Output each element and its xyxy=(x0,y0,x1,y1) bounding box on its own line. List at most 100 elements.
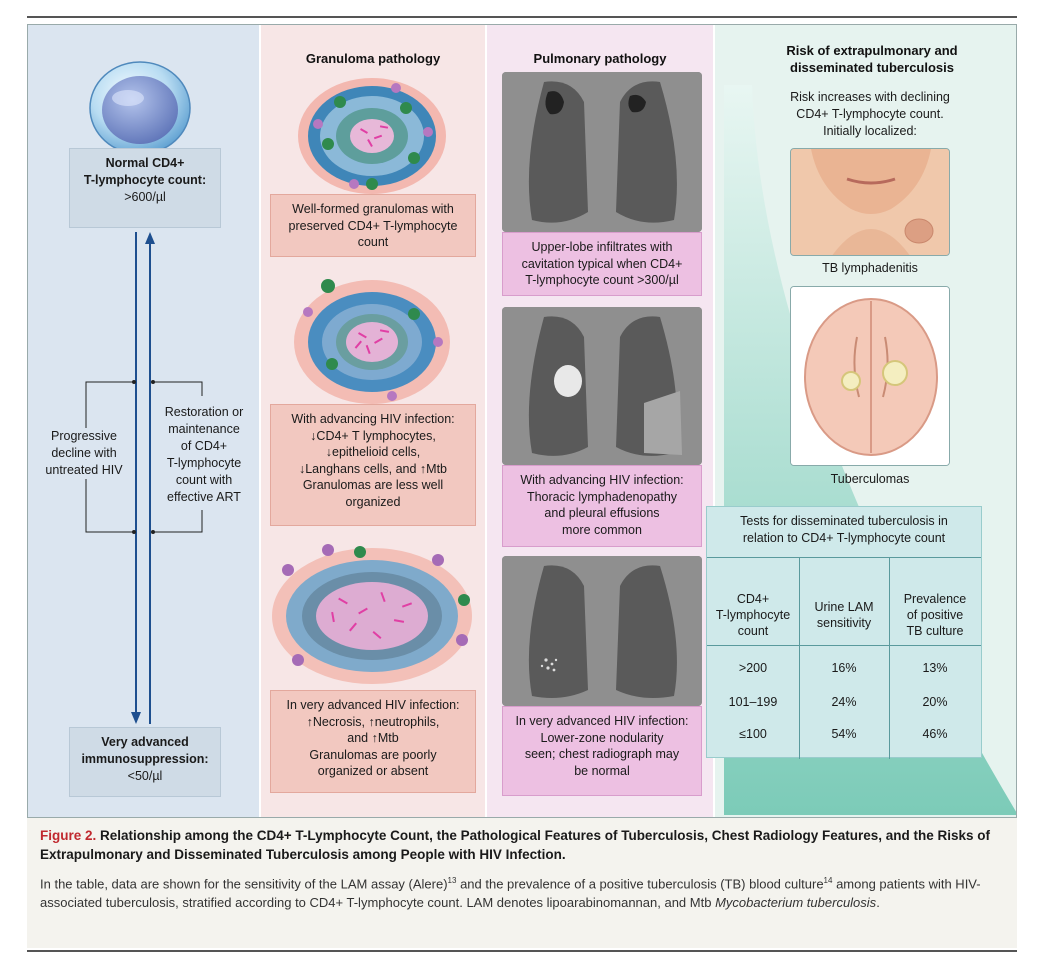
table-header-line: T-lymphocyte xyxy=(715,608,791,622)
caption-text: and the prevalence of a positive tubercu… xyxy=(456,876,824,892)
pulmonary-text-line: In very advanced HIV infection: xyxy=(515,714,689,728)
normal-count-title: Normal CD4+ xyxy=(105,156,185,170)
table-header-line: sensitivity xyxy=(816,616,872,630)
table-divider xyxy=(707,645,981,646)
pulmonary-text-line: seen; chest radiograph may xyxy=(524,747,680,761)
advanced-count-title: Very advanced xyxy=(101,735,189,749)
figure-caption-body: In the table, data are shown for the sen… xyxy=(40,871,1010,912)
table-header-culture: Prevalence of positive TB culture xyxy=(889,591,981,639)
granuloma-well-formed-illustration xyxy=(296,74,448,196)
pulmonary-header: Pulmonary pathology xyxy=(533,51,667,66)
risk-header-line: disseminated tuberculosis xyxy=(790,60,954,75)
granuloma-text-line: preserved CD4+ T-lymphocyte xyxy=(288,218,458,233)
table-title-line: relation to CD4+ T-lymphocyte count xyxy=(742,531,946,545)
pulmonary-text-line: With advancing HIV infection: xyxy=(520,473,684,487)
table-header-line: Urine LAM xyxy=(814,600,874,614)
table-cell-lam: 16% xyxy=(831,661,857,675)
table-cell-lam: 24% xyxy=(831,695,857,709)
granuloma-box-very-advanced: In very advanced HIV infection: ↑Necrosi… xyxy=(270,690,476,793)
granuloma-very-advanced-illustration xyxy=(268,540,476,688)
normal-count-title: T-lymphocyte count: xyxy=(83,173,207,187)
pulmonary-text-line: Thoracic lymphadenopathy xyxy=(526,489,678,504)
caption-italic-text: Mycobacterium tuberculosis xyxy=(715,895,877,911)
granuloma-text-line: Granulomas are less well xyxy=(302,478,444,492)
normal-count-box: Normal CD4+ T-lymphocyte count: >600/µl xyxy=(69,148,221,228)
table-cell-culture: 20% xyxy=(922,695,948,709)
decline-label: Progressive decline with untreated HIV xyxy=(34,428,134,479)
caption-text: among patients with HIV-associated tuber… xyxy=(40,876,981,911)
brain-tuberculoma-illustration xyxy=(790,286,950,466)
cd4-trend-arrows xyxy=(85,232,203,724)
table-title-line: Tests for disseminated tuberculosis in xyxy=(740,514,948,528)
risk-header: Risk of extrapulmonary and disseminated … xyxy=(740,42,1004,76)
table-divider xyxy=(707,557,981,558)
decline-label-line: untreated HIV xyxy=(45,463,123,477)
restoration-label-line: count with xyxy=(175,473,233,487)
pulmonary-text-line: T-lymphocyte count >300/µl xyxy=(525,273,679,287)
granuloma-text-line: count xyxy=(357,235,389,249)
table-header-count: CD4+ T-lymphocyte count xyxy=(707,591,799,639)
down-arrow-icon xyxy=(131,712,141,724)
disseminated-tb-table: Tests for disseminated tuberculosis in r… xyxy=(706,506,982,759)
xray-upper-lobe-cavitation xyxy=(502,72,702,232)
granuloma-text-line: In very advanced HIV infection: xyxy=(286,698,460,712)
neck-lymphadenitis-illustration xyxy=(790,148,950,256)
table-header-line: of positive xyxy=(906,608,964,622)
caption-text: In the table, data are shown for the sen… xyxy=(40,876,448,892)
table-title: Tests for disseminated tuberculosis in r… xyxy=(707,513,981,547)
pulmonary-text-line: be normal xyxy=(574,763,630,778)
decline-label-line: Progressive xyxy=(51,429,117,443)
figure-label: Figure 2. xyxy=(40,828,97,843)
pulmonary-box-upper-lobe: Upper-lobe infiltrates with cavitation t… xyxy=(502,232,702,296)
advanced-count-value: <50/µl xyxy=(127,769,163,783)
granuloma-text-line: ↓epithelioid cells, xyxy=(325,445,421,459)
risk-header-line: Risk of extrapulmonary and xyxy=(786,43,958,58)
caption-area xyxy=(27,818,1017,948)
granuloma-text-line: organized xyxy=(345,494,401,509)
table-cell-culture: 13% xyxy=(922,661,948,675)
column-divider xyxy=(713,25,715,817)
granuloma-header: Granuloma pathology xyxy=(305,51,441,66)
reference-superscript: 13 xyxy=(447,876,457,885)
table-header-line: count xyxy=(737,624,769,638)
figure-title-text: Relationship among the CD4+ T-Lymphocyte… xyxy=(40,828,991,862)
tuberculoma-label: Tuberculomas xyxy=(830,472,910,486)
granuloma-text-line: ↓Langhans cells, and ↑Mtb xyxy=(298,461,447,476)
pulmonary-text-line: cavitation typical when CD4+ xyxy=(521,256,683,271)
granuloma-text-line: Well-formed granulomas with xyxy=(292,202,454,216)
advanced-count-title: immunosuppression: xyxy=(81,752,209,766)
granuloma-text-line: organized or absent xyxy=(317,764,429,778)
up-arrow-icon xyxy=(145,232,155,244)
bottom-rule xyxy=(27,950,1017,952)
figure-caption-title: Figure 2. Relationship among the CD4+ T-… xyxy=(40,826,1010,864)
table-cell-count: 101–199 xyxy=(728,695,778,709)
pulmonary-text-line: Upper-lobe infiltrates with xyxy=(531,240,673,254)
pulmonary-text-line: Lower-zone nodularity xyxy=(540,730,664,745)
table-divider xyxy=(799,557,800,759)
restoration-label-line: T-lymphocyte xyxy=(166,456,242,470)
granuloma-box-well-formed: Well-formed granulomas with preserved CD… xyxy=(270,194,476,257)
pulmonary-text-line: and pleural effusions xyxy=(544,506,660,520)
pulmonary-box-very-advanced: In very advanced HIV infection: Lower-zo… xyxy=(502,706,702,796)
table-header-line: TB culture xyxy=(906,624,964,638)
top-rule xyxy=(27,16,1017,18)
table-header-line: CD4+ xyxy=(736,592,770,606)
table-cell-count: >200 xyxy=(738,661,768,675)
xray-lymphadenopathy-effusion xyxy=(502,307,702,465)
pulmonary-text-line: more common xyxy=(562,522,642,537)
granuloma-text-line: With advancing HIV infection: xyxy=(291,412,455,426)
table-cell-culture: 46% xyxy=(922,727,948,741)
restoration-label-line: maintenance xyxy=(168,422,240,436)
column-divider xyxy=(259,25,261,817)
table-cell-lam: 54% xyxy=(831,727,857,741)
restoration-label-line: of CD4+ xyxy=(180,439,228,453)
reference-superscript: 14 xyxy=(823,876,833,885)
granuloma-box-advancing: With advancing HIV infection: ↓CD4+ T ly… xyxy=(270,404,476,526)
table-header-line: Prevalence xyxy=(903,592,967,606)
caption-text: . xyxy=(876,895,880,911)
restoration-label-line: effective ART xyxy=(167,490,241,504)
risk-intro-line: Risk increases with declining xyxy=(790,90,950,104)
xray-lower-zone-nodularity xyxy=(502,556,702,706)
table-divider xyxy=(889,557,890,759)
pulmonary-box-advancing: With advancing HIV infection: Thoracic l… xyxy=(502,465,702,547)
